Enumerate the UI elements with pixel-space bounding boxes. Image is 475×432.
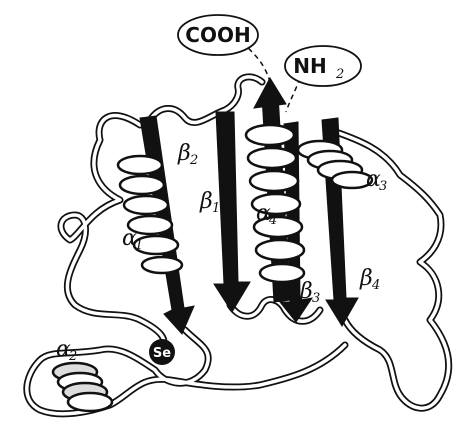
label-beta1: β <box>199 189 213 214</box>
label-alpha1-sub: 1 <box>135 238 143 253</box>
label-beta2-sub: 2 <box>189 153 198 168</box>
label-alpha3-sub: 3 <box>379 179 387 194</box>
helix-a2 <box>53 363 112 411</box>
beta-strands <box>140 78 358 334</box>
label-beta3-sub: 3 <box>312 291 320 306</box>
backbone-coil <box>27 77 449 414</box>
label-beta1-sub: 1 <box>212 201 220 216</box>
coil-top <box>150 77 262 123</box>
cooh-label: COOH <box>185 23 250 47</box>
cooh-terminus: COOH <box>178 15 258 55</box>
se-label: Se <box>153 346 171 361</box>
nh2-label: NH <box>293 54 326 78</box>
nh2-lead <box>286 78 300 112</box>
nh2-terminus: NH 2 <box>285 46 361 86</box>
label-alpha4-sub: 4 <box>268 213 277 228</box>
nh2-subscript: 2 <box>335 67 344 82</box>
label-beta4: β <box>359 266 373 291</box>
label-beta4-sub: 4 <box>371 278 380 293</box>
helix-a3 <box>298 141 372 188</box>
se-site: Se <box>149 339 175 365</box>
label-beta3: β <box>299 279 313 304</box>
label-beta2: β <box>177 141 191 166</box>
label-alpha2-sub: 2 <box>68 349 77 364</box>
